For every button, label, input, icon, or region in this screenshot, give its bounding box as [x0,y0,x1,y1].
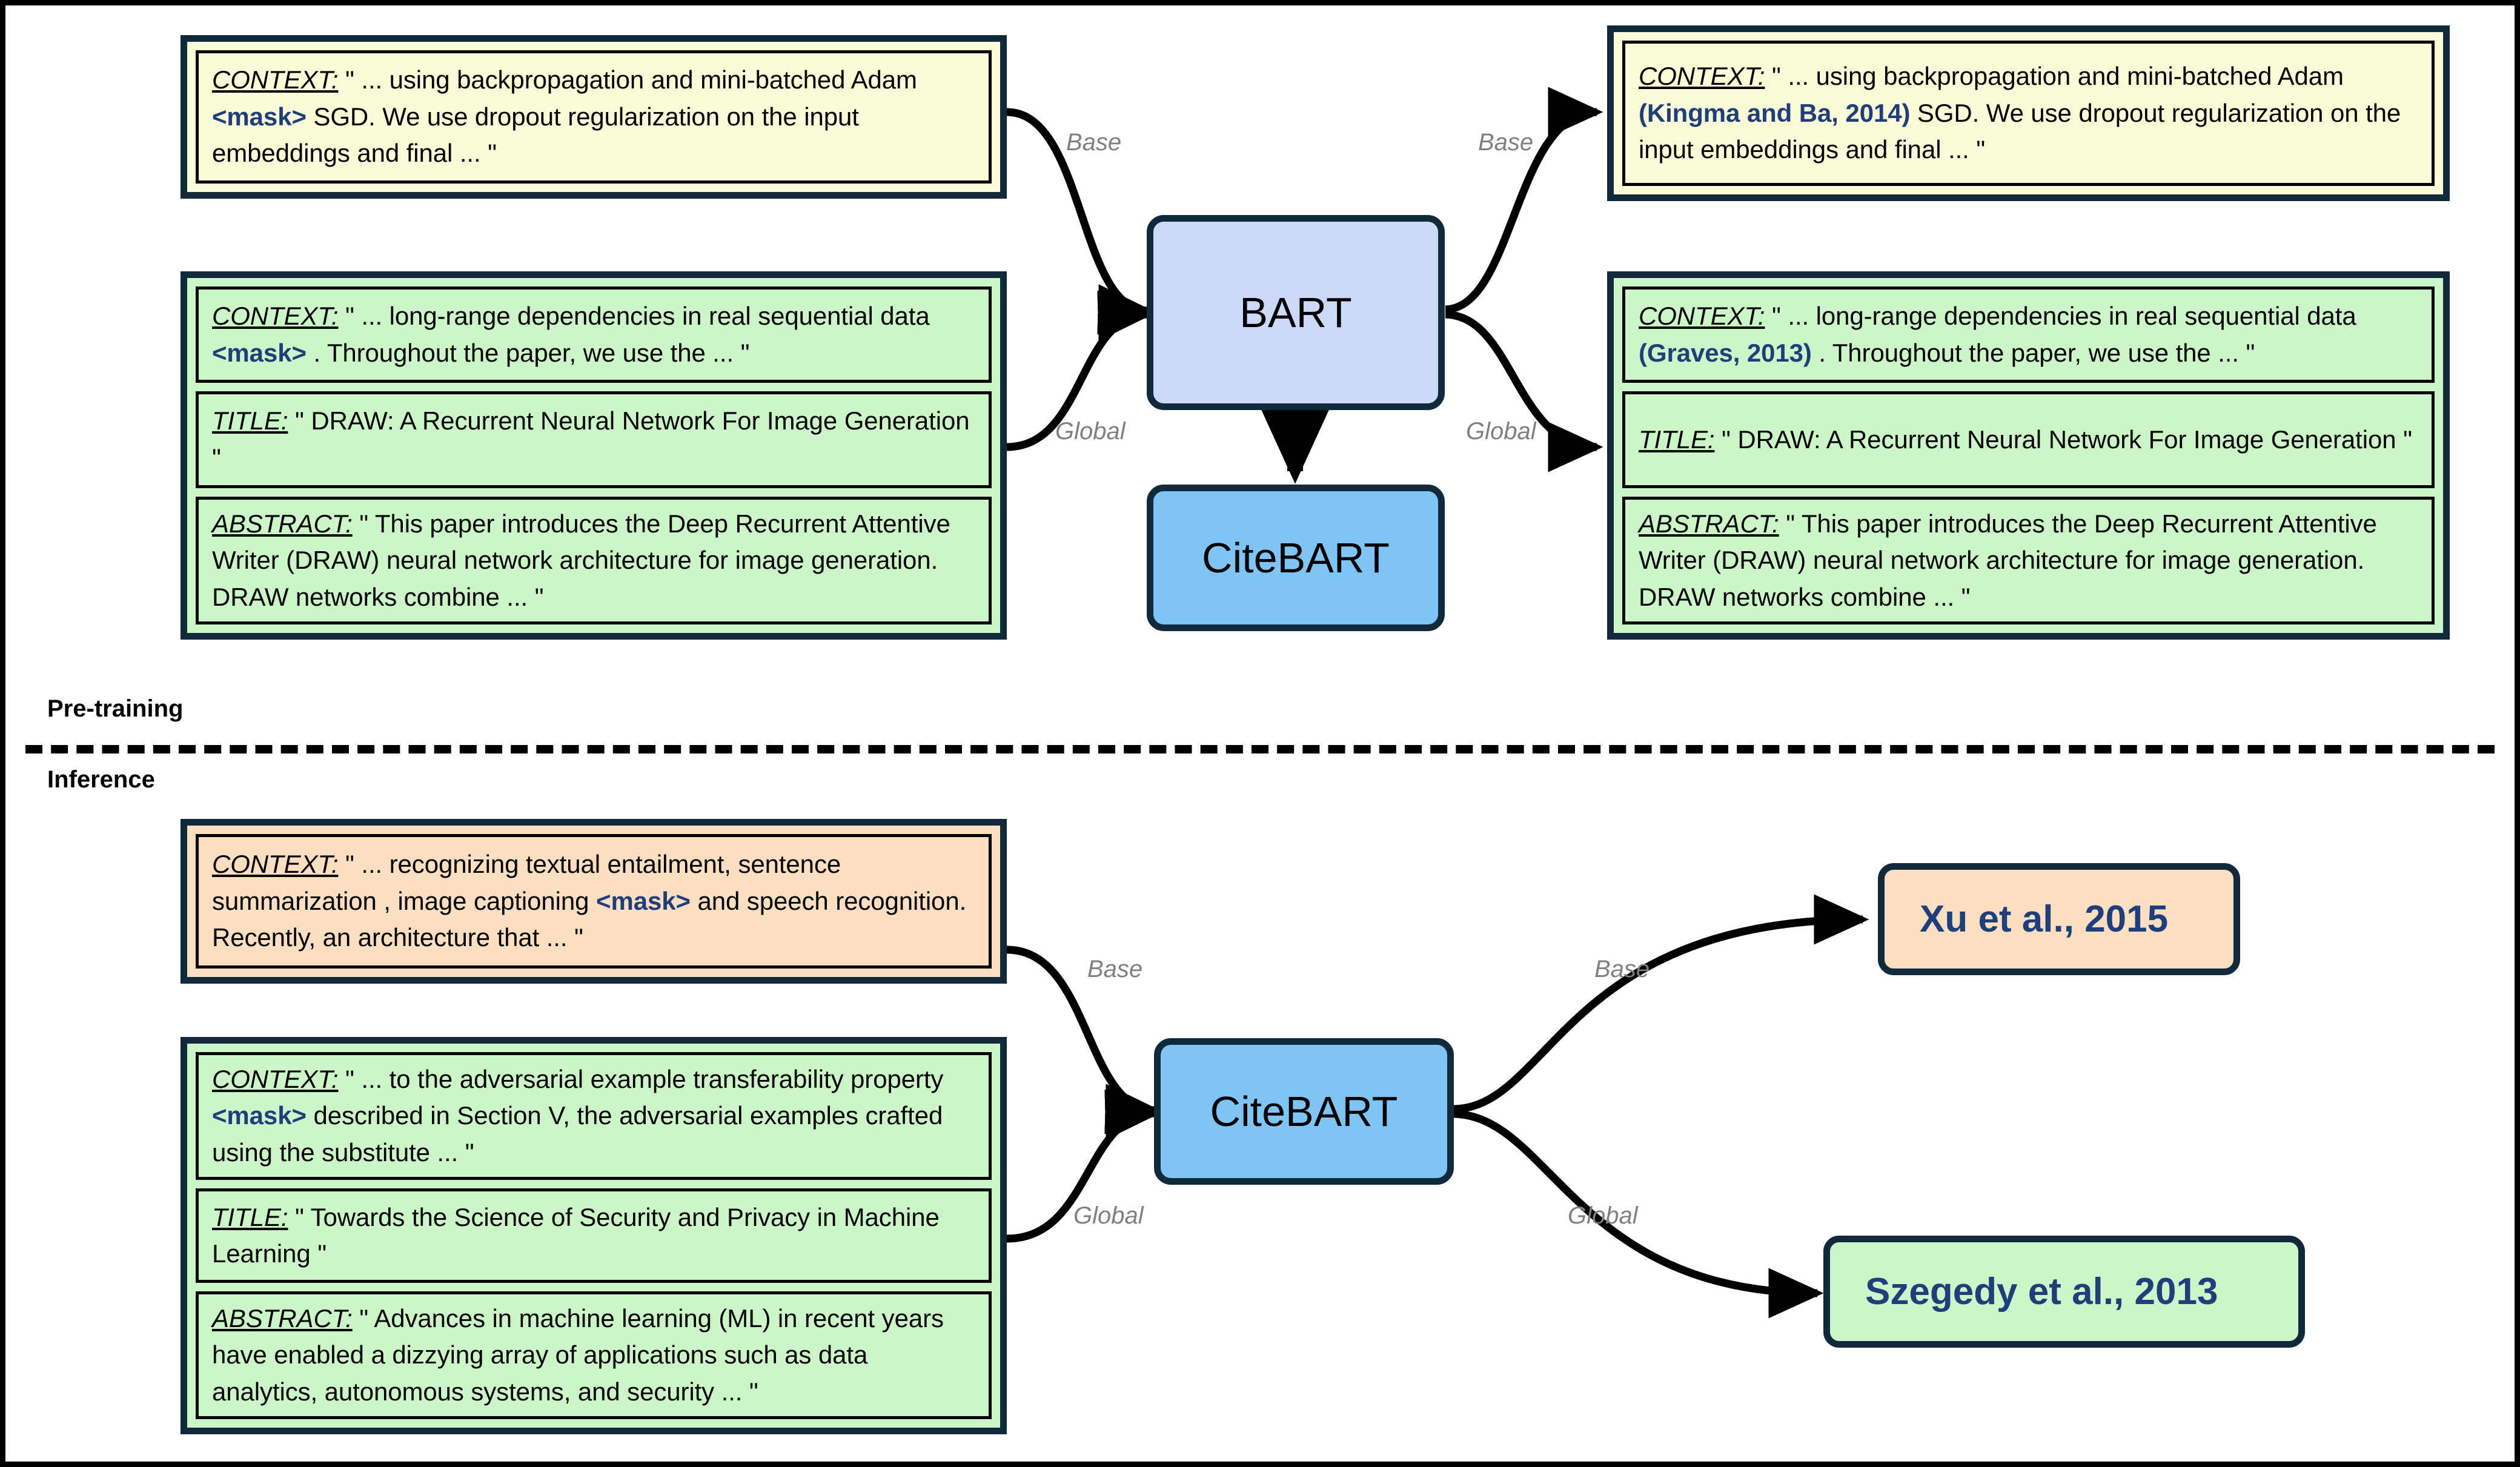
abstract-text: " This paper introduces the Deep Recurre… [212,509,950,611]
title-panel: TITLE: " Towards the Science of Security… [196,1188,992,1283]
context-text-post: and speech recognition. Recently, an arc… [212,886,967,952]
citebart-node-pretraining[interactable]: CiteBART [1147,485,1445,631]
edge-global-input-to-bart [1006,290,1153,451]
context-field-label: CONTEXT: [212,850,339,879]
result-box-global[interactable]: Szegedy et al., 2013 [1823,1236,2305,1348]
predicted-citation: (Kingma and Ba, 2014) [1639,98,1911,127]
citebart-node-inference[interactable]: CiteBART [1154,1038,1454,1185]
context-text-pre: " ... recognizing textual entailment, se… [212,850,841,915]
bart-node[interactable]: BART [1147,215,1445,410]
context-text-post: SGD. We use dropout regularization on th… [212,102,859,168]
edge-label-global-output-pretraining: Global [1466,418,1536,445]
context-panel: CONTEXT: " ... long-range dependencies i… [1622,286,2435,383]
abstract-panel: ABSTRACT: " Advances in machine learning… [196,1291,992,1419]
result-box-base[interactable]: Xu et al., 2015 [1878,863,2240,975]
inference-base-input-box: CONTEXT: " ... recognizing textual entai… [181,819,1007,984]
edge-label-global-output-inference: Global [1568,1202,1638,1229]
context-panel: CONTEXT: " ... using backpropagation and… [196,50,992,184]
abstract-field-label: ABSTRACT: [1639,509,1779,538]
title-panel: TITLE: " DRAW: A Recurrent Neural Networ… [1622,391,2435,488]
edge-label-global-input-pretraining: Global [1055,418,1126,445]
abstract-panel: ABSTRACT: " This paper introduces the De… [196,496,992,624]
edge-label-base-input-inference: Base [1087,956,1143,982]
context-field-label: CONTEXT: [1639,62,1765,91]
title-text: " DRAW: A Recurrent Neural Network For I… [212,406,970,472]
mask-token: <mask> [212,338,307,367]
result-global-label: Szegedy et al., 2013 [1865,1271,2218,1313]
context-text-pre: " ... long-range dependencies in real se… [338,302,930,331]
mask-token: <mask> [212,1101,307,1130]
context-text-post: . Throughout the paper, we use the ... " [1811,338,2255,367]
result-base-label: Xu et al., 2015 [1920,898,2169,940]
context-text-pre: " ... using backpropagation and mini-bat… [1765,62,2344,91]
title-field-label: TITLE: [1639,425,1715,454]
context-field-label: CONTEXT: [1639,302,1765,331]
context-field-label: CONTEXT: [212,65,339,94]
citebart-node-label: CiteBART [1202,534,1390,581]
context-text-post: described in Section V, the adversarial … [212,1101,943,1167]
context-field-label: CONTEXT: [212,1065,339,1093]
section-divider [25,745,2495,753]
edge-label-base-input-pretraining: Base [1066,129,1122,156]
context-panel: CONTEXT: " ... recognizing textual entai… [196,834,992,969]
context-field-label: CONTEXT: [212,302,339,331]
pretraining-base-output-box: CONTEXT: " ... using backpropagation and… [1607,25,2450,201]
edge-bart-to-global-output [1445,310,1603,472]
edge-citebart-to-result-base [1453,894,1869,1113]
section-caption-pretraining: Pre-training [47,695,184,722]
abstract-field-label: ABSTRACT: [212,509,353,538]
mask-token: <mask> [212,102,307,131]
title-text: " Towards the Science of Security and Pr… [212,1202,940,1268]
context-text-pre: " ... using backpropagation and mini-bat… [338,65,917,94]
abstract-text: " This paper introduces the Deep Recurre… [1639,509,2377,611]
mask-token: <mask> [596,886,691,915]
context-text-pre: " ... to the adversarial example transfe… [338,1065,944,1093]
pretraining-base-input-box: CONTEXT: " ... using backpropagation and… [181,35,1007,199]
edge-bart-to-base-output [1445,87,1603,314]
predicted-citation: (Graves, 2013) [1639,338,1812,367]
edge-label-base-output-pretraining: Base [1478,129,1534,156]
title-text: " DRAW: A Recurrent Neural Network For I… [1714,425,2412,454]
section-caption-inference: Inference [47,766,155,793]
context-text-post: SGD. We use dropout regularization on th… [1639,98,2401,164]
context-panel: CONTEXT: " ... to the adversarial exampl… [196,1052,992,1181]
pretraining-global-input-box: CONTEXT: " ... long-range dependencies i… [181,271,1007,640]
edge-label-base-output-inference: Base [1594,956,1650,982]
edge-citebart-to-result-global [1453,1110,1824,1319]
pretraining-global-output-box: CONTEXT: " ... long-range dependencies i… [1607,271,2450,640]
context-panel: CONTEXT: " ... using backpropagation and… [1622,41,2435,186]
context-text-post: . Throughout the paper, we use the ... " [306,338,750,367]
citebart-node-label: CiteBART [1210,1088,1398,1135]
bart-node-label: BART [1239,289,1352,336]
abstract-panel: ABSTRACT: " This paper introduces the De… [1622,496,2435,624]
title-field-label: TITLE: [212,1202,288,1231]
context-text-pre: " ... long-range dependencies in real se… [1765,302,2356,331]
edge-label-global-input-inference: Global [1073,1202,1144,1229]
abstract-field-label: ABSTRACT: [212,1303,353,1333]
abstract-text: " Advances in machine learning (ML) in r… [212,1303,944,1406]
inference-global-input-box: CONTEXT: " ... to the adversarial exampl… [181,1037,1007,1434]
title-panel: TITLE: " DRAW: A Recurrent Neural Networ… [196,391,992,488]
title-field-label: TITLE: [212,406,288,435]
edge-global-input-to-citebart [1006,1089,1161,1243]
context-panel: CONTEXT: " ... long-range dependencies i… [196,286,992,383]
